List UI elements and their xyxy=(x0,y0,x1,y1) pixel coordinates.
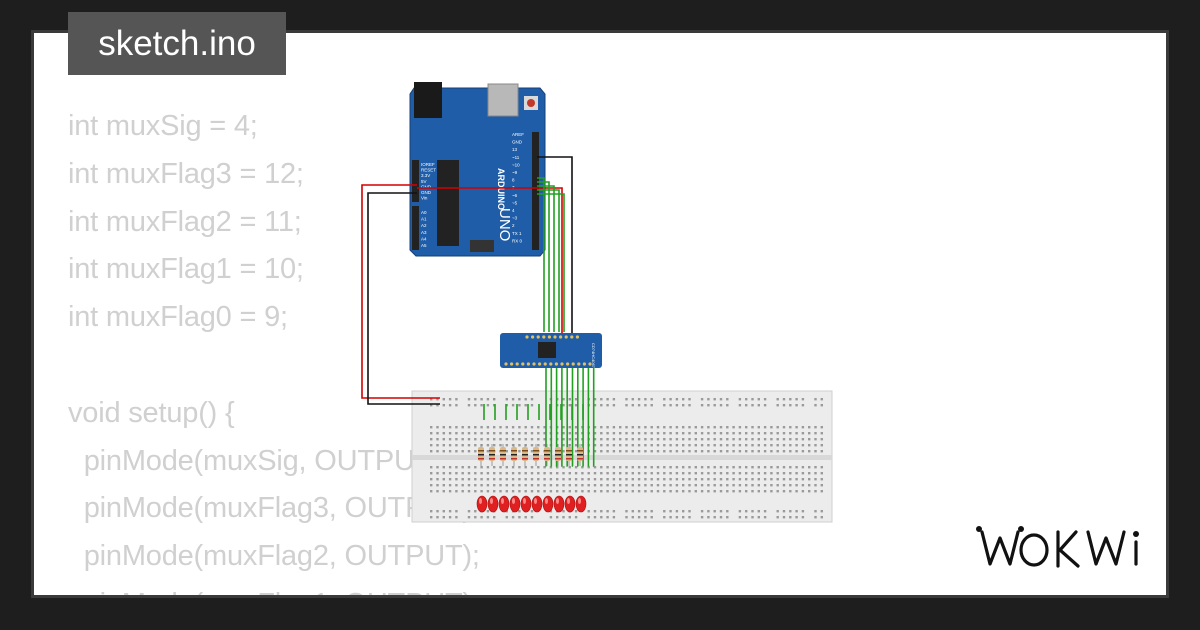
microcontroller-chip xyxy=(437,160,459,246)
mux-pins xyxy=(504,335,592,366)
code-line: int muxFlag2 = 11; xyxy=(68,205,302,238)
pin-label: GND xyxy=(512,140,523,145)
led[interactable] xyxy=(553,495,565,513)
mux-chip xyxy=(538,342,556,358)
pin-label: TX 1 xyxy=(512,231,522,236)
led[interactable] xyxy=(531,495,543,513)
pin-label: A0 xyxy=(421,210,427,215)
pin-label: 5V xyxy=(421,179,427,184)
arduino-brand-label: ARDUINO xyxy=(496,168,506,210)
pin-label: ~3 xyxy=(512,216,518,221)
pin-label: 3.3V xyxy=(421,173,430,178)
code-line: int muxFlag1 = 10; xyxy=(68,253,304,286)
signal-wire xyxy=(537,181,550,332)
mux-label: CD74HC4067 xyxy=(591,343,596,369)
channel-wire xyxy=(577,368,579,467)
led[interactable] xyxy=(487,495,499,513)
led[interactable] xyxy=(476,495,488,513)
pin-label: ~11 xyxy=(512,155,520,160)
breadboard[interactable] xyxy=(411,390,833,523)
signal-wire xyxy=(537,177,545,332)
pin-label: A1 xyxy=(421,217,427,222)
led[interactable] xyxy=(564,495,576,513)
pin-label: Vin xyxy=(421,196,428,201)
pin-label: A3 xyxy=(421,230,427,235)
red-mux-vcc-wire xyxy=(417,187,563,340)
green-signal-wires xyxy=(483,177,595,467)
pin-label: A4 xyxy=(421,236,427,241)
pin-label: RX 0 xyxy=(512,238,523,243)
signal-wire xyxy=(537,189,560,332)
pin-label: 13 xyxy=(512,147,518,152)
resistors xyxy=(478,444,583,466)
wires xyxy=(361,156,595,467)
mux-breakout-board[interactable]: CD74HC4067 xyxy=(500,333,602,369)
power-header xyxy=(412,160,419,202)
signal-wire xyxy=(537,185,555,332)
black-ground-wire xyxy=(367,192,440,405)
led[interactable] xyxy=(575,495,587,513)
channel-wire xyxy=(571,368,574,467)
code-line: int muxFlag0 = 9; xyxy=(68,301,288,334)
leds[interactable] xyxy=(476,495,587,513)
signal-wire xyxy=(537,193,565,332)
channel-wire xyxy=(561,368,563,467)
pin-label: AREF xyxy=(512,132,524,137)
pin-label: GND xyxy=(421,184,432,189)
channel-wire xyxy=(545,368,547,467)
led[interactable] xyxy=(509,495,521,513)
arduino-model-label: UNO xyxy=(496,208,513,241)
led[interactable] xyxy=(542,495,554,513)
pin-label: A2 xyxy=(421,223,427,228)
channel-wire xyxy=(587,368,590,467)
red-power-wire xyxy=(361,184,440,399)
pin-label: 4 xyxy=(512,208,515,213)
channel-wire xyxy=(555,368,558,467)
pin-label: A5 xyxy=(421,243,427,248)
code-line: int muxFlag3 = 12; xyxy=(68,157,304,190)
led[interactable] xyxy=(498,495,510,513)
pin-label: ~9 xyxy=(512,170,518,175)
channel-wire xyxy=(592,368,595,467)
code-line: int muxSig = 4; xyxy=(68,110,258,142)
code-line: pinMode(muxFlag2, OUTPUT); xyxy=(68,540,480,573)
channel-wire xyxy=(582,368,584,467)
pin-label: GND xyxy=(421,190,432,195)
digital-header xyxy=(532,132,539,250)
code-line: pinMode(muxFlag1, OUTPUT); xyxy=(68,581,480,595)
usb-port xyxy=(487,83,519,117)
black-mux-gnd-wire xyxy=(537,156,573,340)
pin-label: RESET xyxy=(421,168,436,173)
channel-wire xyxy=(550,368,553,467)
channel-wire xyxy=(566,368,568,467)
breadboard-holes xyxy=(430,398,823,519)
pin-label: 2 xyxy=(512,223,515,228)
led[interactable] xyxy=(520,495,532,513)
file-title-tab[interactable]: sketch.ino xyxy=(68,12,286,75)
pin-label: 8 xyxy=(512,178,515,183)
wokwi-logo xyxy=(976,526,1139,568)
pin-label: ~10 xyxy=(512,162,520,167)
pin-label: IOREF xyxy=(421,162,435,167)
pin-label: ~5 xyxy=(512,200,518,205)
analog-header xyxy=(412,206,419,250)
code-line: void setup() { xyxy=(68,396,235,429)
power-jack xyxy=(414,82,442,118)
pin-label: ~6 xyxy=(512,193,518,198)
